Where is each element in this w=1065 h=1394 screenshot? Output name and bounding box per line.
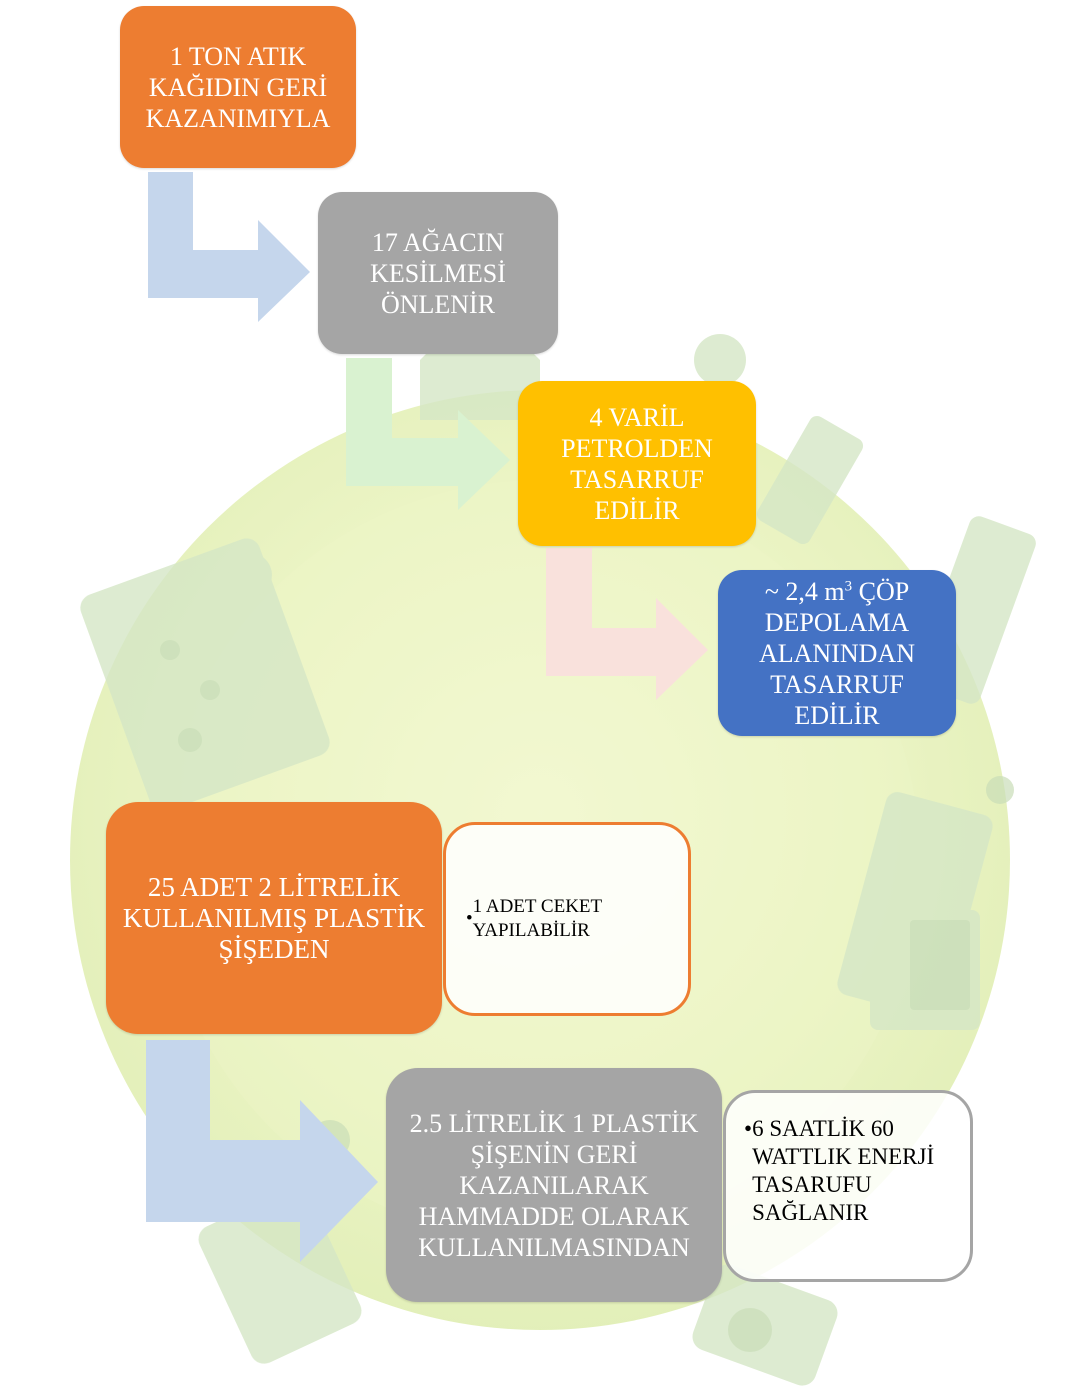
note-2-label: 6 SAATLİK 60 WATTLIK ENERJİ TASARUFU SAĞ… — [752, 1116, 935, 1225]
arrow-main1-to-main2 — [146, 1040, 378, 1262]
step-4-label: ~ 2,4 m3 ÇÖP DEPOLAMA ALANINDAN TASARRUF… — [759, 576, 915, 730]
arrow-step1-to-step2 — [148, 172, 310, 322]
main-2-label: 2.5 LİTRELİK 1 PLASTİK ŞİŞENİN GERİ KAZA… — [409, 1108, 699, 1262]
main-1-label: 25 ADET 2 LİTRELİK KULLANILMIŞ PLASTİK Ş… — [122, 871, 426, 964]
note-2-bullet: • — [744, 1116, 753, 1141]
main-1-box: 25 ADET 2 LİTRELİK KULLANILMIŞ PLASTİK Ş… — [106, 802, 442, 1034]
note-1-label: 1 ADET CEKET YAPILABİLİR — [472, 896, 602, 941]
step-4-box: ~ 2,4 m3 ÇÖP DEPOLAMA ALANINDAN TASARRUF… — [718, 570, 956, 736]
note-1-bullet: • — [466, 908, 473, 929]
step-3-box: 4 VARİL PETROLDEN TASARRUF EDİLİR — [518, 381, 756, 546]
main-2-box: 2.5 LİTRELİK 1 PLASTİK ŞİŞENİN GERİ KAZA… — [386, 1068, 722, 1302]
note-1-box: •1 ADET CEKET YAPILABİLİR — [443, 822, 691, 1016]
arrow-step2-to-step3 — [346, 358, 510, 510]
arrow-step3-to-step4 — [546, 548, 708, 700]
step-2-box: 17 AĞACIN KESİLMESİ ÖNLENİR — [318, 192, 558, 354]
note-2-box: •6 SAATLİK 60 WATTLIK ENERJİ TASARUFU SA… — [723, 1090, 973, 1282]
step-2-label: 17 AĞACIN KESİLMESİ ÖNLENİR — [370, 227, 506, 319]
step-3-label: 4 VARİL PETROLDEN TASARRUF EDİLİR — [561, 402, 713, 525]
step-1-label: 1 TON ATIK KAĞIDIN GERİ KAZANIMIYLA — [145, 41, 331, 133]
step-1-box: 1 TON ATIK KAĞIDIN GERİ KAZANIMIYLA — [120, 6, 356, 168]
